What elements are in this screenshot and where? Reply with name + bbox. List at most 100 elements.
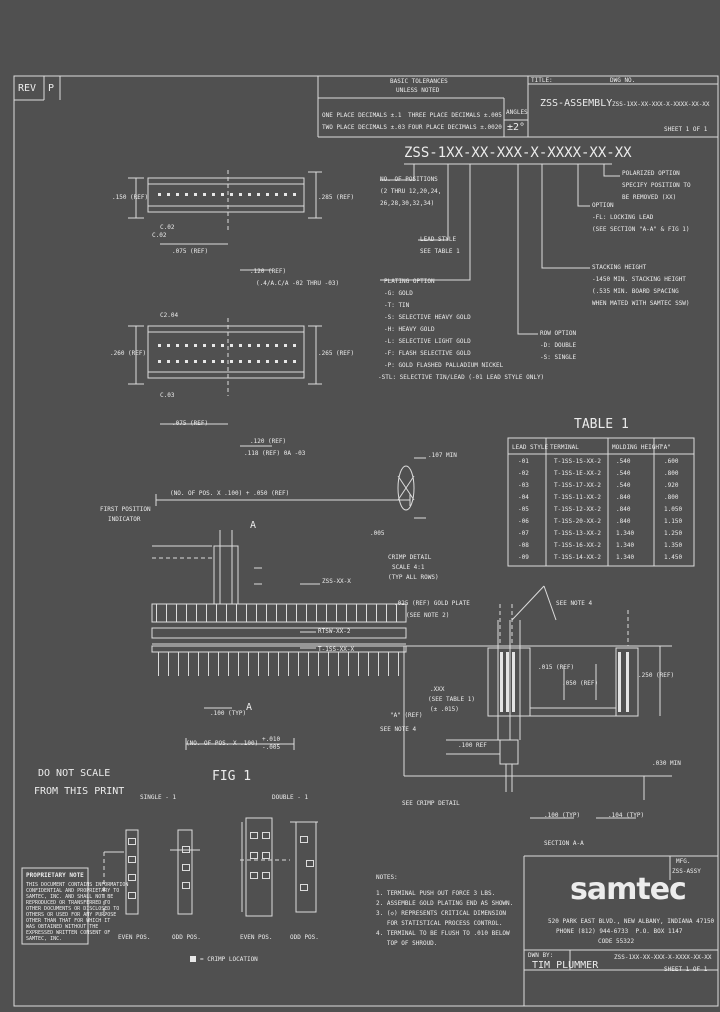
pin-mark (293, 193, 296, 196)
terminal-line (326, 604, 327, 622)
d075a: .075 (REF) (172, 248, 209, 255)
positions-3: 26,28,30,32,34) (380, 200, 435, 207)
d075b: .075 (REF) (172, 420, 209, 427)
v1-right-dim: .285 (REF) (318, 194, 355, 201)
table1-cell: .840 (616, 518, 631, 525)
table1-cell: 1.250 (664, 530, 683, 537)
part-number-code: ZSS-1XX-XX-XXX-X-XXXX-XX-XX (404, 145, 632, 161)
terminal-tail (218, 652, 219, 676)
option-1: OPTION (592, 202, 614, 209)
table1-cell: -03 (518, 482, 529, 489)
two-place-tol: TWO PLACE DECIMALS ±.03 (322, 124, 406, 131)
even-pos-double: EVEN POS. (240, 934, 273, 941)
table1-cell: -06 (518, 518, 529, 525)
mfg-value: ZSS-ASSY (672, 868, 701, 875)
terminal-line (356, 604, 357, 622)
plating-5: -L: SELECTIVE LIGHT GOLD (384, 338, 471, 345)
plating-4: -H: HEAVY GOLD (384, 326, 435, 333)
pin-mark (221, 360, 224, 363)
terminal-line (386, 604, 387, 622)
gold-plate-fill (618, 652, 621, 712)
terminal-tail (238, 652, 239, 676)
mfg-label: MFG. (676, 858, 691, 865)
terminal-line (366, 604, 367, 622)
table1-cell: .800 (664, 470, 679, 477)
pin-mark (293, 360, 296, 363)
terminal-tail (168, 652, 169, 676)
plating-3: -S: SELECTIVE HEAVY GOLD (384, 314, 471, 321)
pin-mark (203, 193, 206, 196)
pin-mark (266, 193, 269, 196)
v2-left-dim: .260 (REF) (110, 350, 147, 357)
plating-2: -T: TIN (384, 302, 410, 309)
polarized-option-1: POLARIZED OPTION (622, 170, 680, 177)
terminal-tail (388, 652, 389, 676)
d120b: .120 (REF) (250, 438, 287, 445)
row-option-2: -D: DOUBLE (540, 342, 577, 349)
crimp-mark (250, 852, 258, 859)
table1-cell: .600 (664, 458, 679, 465)
pin-mark (176, 360, 179, 363)
pin-mark (275, 193, 278, 196)
polarized-option-3: BE REMOVED (XX) (622, 194, 677, 201)
company-dwg-no: ZSS-1XX-XX-XXX-X-XXXX-XX-XX (614, 954, 712, 961)
pin-mark (230, 360, 233, 363)
pin-mark (257, 360, 260, 363)
table1-cell: .540 (616, 470, 631, 477)
table1-cell: .920 (664, 482, 679, 489)
section-aa-label: SECTION A-A (544, 840, 584, 847)
c04: C2.04 (160, 312, 179, 319)
three-place-tol: THREE PLACE DECIMALS ±.005 (408, 112, 502, 119)
xxx-note-2: (± .015) (430, 706, 459, 713)
table1-title: TABLE 1 (574, 417, 629, 432)
table1-cell: T-1SS-1S-XX-2 (554, 458, 601, 465)
dwg-label: DWG NO. (610, 77, 636, 84)
xxx-dim: .XXX (430, 686, 445, 693)
table1-cell: -09 (518, 554, 529, 561)
pin-mark (158, 193, 161, 196)
dwg-value: ZSS-1XX-XX-XXX-X-XXXX-XX-XX (612, 101, 710, 108)
see-note4-left: SEE NOTE 4 (380, 726, 417, 733)
pin-mark (293, 344, 296, 347)
terminal-tail (398, 652, 399, 676)
note-item: TOP OF SHROUD. (376, 940, 438, 947)
note-item: 1. TERMINAL PUSH OUT FORCE 3 LBS. (376, 890, 496, 897)
table1-cell: T-1SS-20-XX-2 (554, 518, 601, 525)
lead-style-2: SEE TABLE 1 (420, 248, 460, 255)
gold-plate-note: (SEE NOTE 2) (406, 612, 450, 619)
pin-mark (230, 193, 233, 196)
zss-label: ZSS-XX-X (322, 578, 351, 585)
proprietary-line: OTHER THAN THAT FOR WHICH IT (26, 918, 111, 924)
proprietary-line: OTHERS OR USED FOR ANY PURPOSE (26, 912, 117, 918)
do-not-scale-2: FROM THIS PRINT (34, 786, 125, 797)
table1-cell: T-1SS-14-XX-2 (554, 554, 601, 561)
crimp-mark (300, 836, 308, 843)
angles-label: ANGLES (506, 109, 528, 116)
crimp-mark (182, 846, 190, 853)
proprietary-line: WAS OBTAINED WITHOUT THE (26, 924, 99, 930)
crimp-location-key-icon (190, 956, 196, 962)
crimp-mark (182, 882, 190, 889)
table1-cell: 1.350 (664, 542, 683, 549)
terminal-line (236, 604, 237, 622)
unless-noted: UNLESS NOTED (396, 87, 440, 94)
table1-cell: T-1SS-17-XX-2 (554, 482, 601, 489)
v1-left-dim: .150 (REF) (112, 194, 149, 201)
pin-mark (239, 360, 242, 363)
proprietary-line: REPRODUCED OR TRANSFERRED TO (26, 900, 111, 906)
pin-mark (284, 193, 287, 196)
plating-6: -F: FLASH SELECTIVE GOLD (384, 350, 471, 357)
pin-mark (212, 360, 215, 363)
pin-mark (203, 344, 206, 347)
pin-mark (185, 193, 188, 196)
table1-cell: .840 (616, 506, 631, 513)
plating-1: -G: GOLD (384, 290, 413, 297)
table1-cell: 1.050 (664, 506, 683, 513)
pitch-dim: .100 (TYP) (210, 710, 247, 717)
pin-mark (248, 344, 251, 347)
terminal-line (206, 604, 207, 622)
pin-mark (167, 193, 170, 196)
pin-mark (176, 193, 179, 196)
lead-style-1: LEAD STYLE (420, 236, 457, 243)
